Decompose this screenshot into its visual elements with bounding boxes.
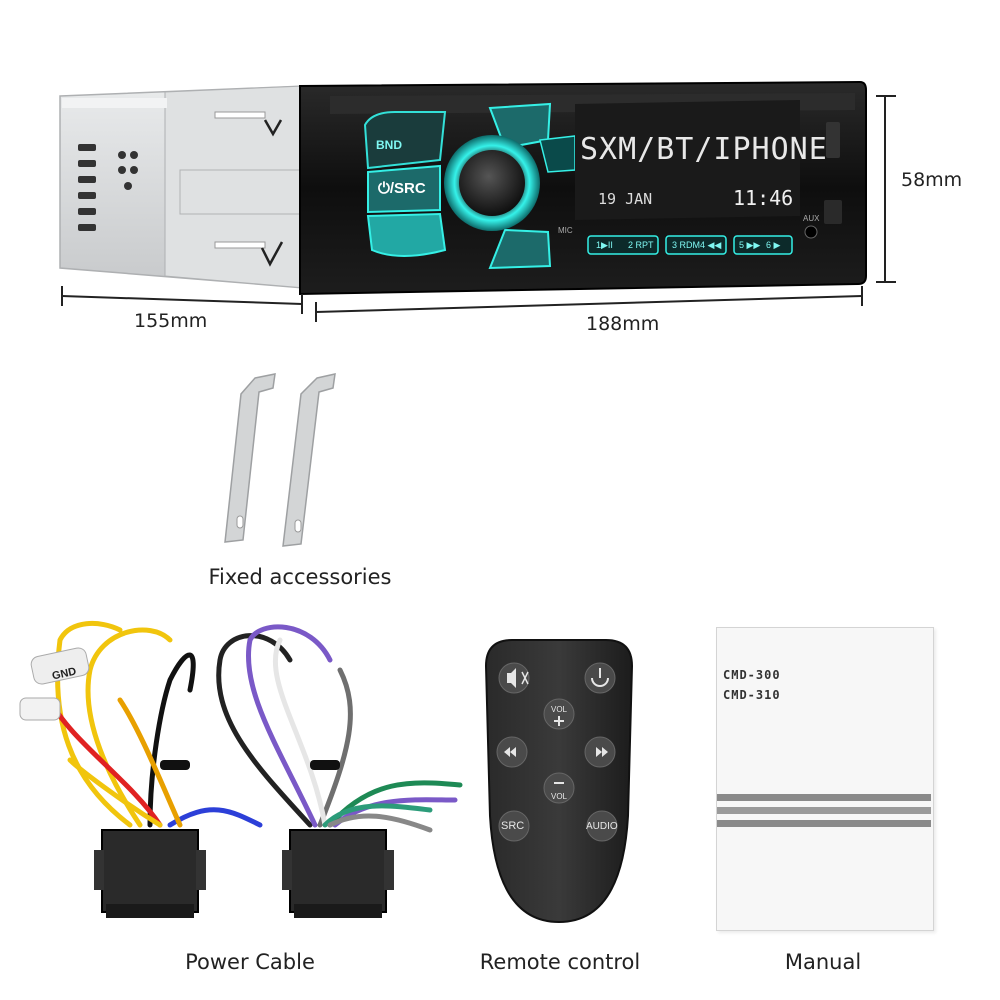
src-remote-label: SRC xyxy=(501,820,525,832)
head-unit-illustration xyxy=(59,80,896,322)
dimension-lines xyxy=(61,95,896,322)
vol-up-button[interactable] xyxy=(543,698,575,730)
src-button-label: ⏻/SRC xyxy=(378,180,426,197)
preset-button-1-2[interactable] xyxy=(587,235,659,255)
display-time-text: 11:46 xyxy=(733,186,794,210)
lcd-display xyxy=(575,100,800,220)
usb-port xyxy=(826,122,840,158)
remote-control-illustration xyxy=(484,639,634,924)
vol-up-label: VOL xyxy=(551,705,568,714)
preset-1-label: 1▶II xyxy=(596,240,613,250)
power-cable-caption: Power Cable xyxy=(185,950,315,974)
vol-down-button[interactable] xyxy=(543,772,575,804)
knob-cap xyxy=(459,150,525,216)
aux-jack xyxy=(804,225,818,239)
removal-keys-illustration xyxy=(224,373,336,547)
manual-model-1: CMD-300 xyxy=(723,668,781,682)
fixed-accessories-caption: Fixed accessories xyxy=(208,565,392,589)
vol-down-label: VOL xyxy=(551,792,568,801)
preset-3-label: 3 RDM xyxy=(672,240,701,250)
manual-stripe-2 xyxy=(717,807,931,814)
width-dimension-label: 188mm xyxy=(586,313,660,335)
preset-4-label: 4 ◀◀ xyxy=(700,240,722,250)
manual-model-2: CMD-310 xyxy=(723,688,781,702)
preset-button-3-4[interactable] xyxy=(665,235,727,255)
height-dimension-label: 58mm xyxy=(901,169,963,191)
remote-control-caption: Remote control xyxy=(479,950,641,974)
manual-stripe-3 xyxy=(717,820,931,827)
manual-caption: Manual xyxy=(784,950,862,974)
src-remote-button[interactable] xyxy=(498,810,530,842)
preset-button-5-6[interactable] xyxy=(733,235,793,255)
depth-dimension-label: 155mm xyxy=(134,310,208,332)
next-icon xyxy=(596,747,608,757)
aux-label: AUX xyxy=(803,214,820,223)
preset-5-label: 5 ▶▶ xyxy=(739,240,761,250)
power-cable-illustration xyxy=(19,620,463,918)
display-source-text: SXM/BT/IPHONE xyxy=(580,132,828,167)
speaker-connector-right xyxy=(289,829,387,913)
band-button-label: BND xyxy=(376,138,402,152)
audio-remote-button[interactable] xyxy=(586,810,618,842)
audio-remote-label: AUDIO xyxy=(586,821,618,832)
faceplate xyxy=(299,80,867,296)
preset-6-label: 6 ▶ xyxy=(766,240,781,250)
manual-stripe-1 xyxy=(717,794,931,801)
prev-icon xyxy=(504,747,516,757)
display-date-text: 19 JAN xyxy=(598,190,653,208)
metal-chassis xyxy=(59,85,306,289)
preset-2-label: 2 RPT xyxy=(628,240,654,250)
power-connector-left xyxy=(101,829,199,913)
mic-label: MIC xyxy=(558,226,573,235)
manual-booklet: CMD-300 CMD-310 xyxy=(716,627,934,931)
sd-slot xyxy=(824,200,842,224)
mute-icon xyxy=(507,668,516,688)
